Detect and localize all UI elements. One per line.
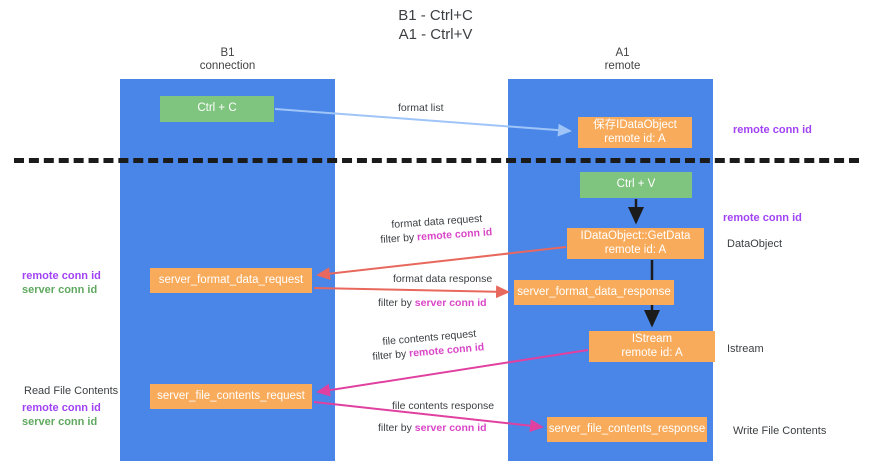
node-server-format-data-response-label: server_format_data_response [517,285,671,298]
node-ctrl-c-label: Ctrl + C [197,102,237,115]
side-label-remote-conn-id-top: remote conn id [733,124,812,136]
diagram-title: B1 - Ctrl+C A1 - Ctrl+V [0,6,871,44]
label-file-contents-response-filter: filter by server conn id [378,422,487,435]
side-label-left-remote-conn-id-bottom: remote conn id [22,402,101,414]
column-header-b1-name: B1 [220,47,235,59]
label-format-data-response-filter-prefix: filter by [378,297,415,309]
column-header-a1: A1 remote [545,47,700,73]
arrow-file-contents-response [313,401,544,433]
node-server-file-contents-response-label: server_file_contents_response [548,422,706,435]
node-save-idataobject[interactable]: 保存IDataObject remote id: A [578,117,692,148]
side-label-left-conn-ids-mid: remote conn id server conn id [22,269,101,297]
node-save-idataobject-line2: remote id: A [604,132,666,145]
node-istream[interactable]: IStream remote id: A [589,331,715,362]
label-file-contents-response: file contents response [392,400,495,412]
column-header-b1-role: connection [199,60,256,72]
node-server-file-contents-response[interactable]: server_file_contents_response [547,417,707,442]
side-label-left-server-conn-id-mid: server conn id [22,284,98,296]
side-label-write-file-contents: Write File Contents [733,425,827,437]
column-header-a1-name: A1 [615,47,630,59]
label-file-contents-request-filter-prefix: filter by [372,347,410,363]
node-server-file-contents-request-label: server_file_contents_request [157,389,305,402]
section-divider [14,158,859,163]
side-label-left-conn-ids-bottom: remote conn id server conn id [22,401,101,429]
node-server-format-data-response[interactable]: server_format_data_response [514,280,674,305]
side-label-istream: Istream [727,343,764,355]
node-server-file-contents-request[interactable]: server_file_contents_request [150,384,312,409]
label-format-data-response-filter-key: server conn id [414,297,487,309]
label-format-list: format list [398,102,444,114]
node-ctrl-v[interactable]: Ctrl + V [580,172,692,198]
title-line-1: B1 - Ctrl+C [398,7,473,24]
node-idataobject-getdata-line2: remote id: A [604,243,667,256]
node-istream-line1: IStream [631,333,673,345]
title-line-2: A1 - Ctrl+V [398,26,473,43]
label-format-data-response: format data response [393,273,493,285]
node-idataobject-getdata[interactable]: IDataObject::GetData remote id: A [567,228,704,259]
side-label-remote-conn-id-mid: remote conn id [723,212,802,224]
node-istream-line2: remote id: A [621,346,683,359]
side-label-dataobject: DataObject [727,238,783,250]
node-server-format-data-request[interactable]: server_format_data_request [150,268,312,293]
arrow-format-list [274,108,572,137]
node-server-format-data-request-label: server_format_data_request [158,273,304,286]
node-ctrl-v-label: Ctrl + V [616,178,656,191]
arrow-format-data-request [316,246,567,281]
arrow-file-contents-request [316,349,589,397]
label-file-contents-response-filter-key: server conn id [414,422,487,434]
node-save-idataobject-line1: 保存IDataObject [593,119,677,131]
node-ctrl-c[interactable]: Ctrl + C [160,96,274,122]
side-label-left-remote-conn-id-mid: remote conn id [22,270,101,282]
column-header-a1-role: remote [604,60,641,72]
label-format-data-request-filter-prefix: filter by [380,231,418,246]
node-idataobject-getdata-line1: IDataObject::GetData [580,230,691,242]
arrow-format-data-response [313,285,510,299]
side-label-read-file-contents: Read File Contents [24,385,119,397]
label-file-contents-response-filter-prefix: filter by [378,422,415,434]
label-format-data-response-filter: filter by server conn id [378,297,487,310]
column-header-b1: B1 connection [150,47,305,73]
side-label-left-server-conn-id-bottom: server conn id [22,416,98,428]
